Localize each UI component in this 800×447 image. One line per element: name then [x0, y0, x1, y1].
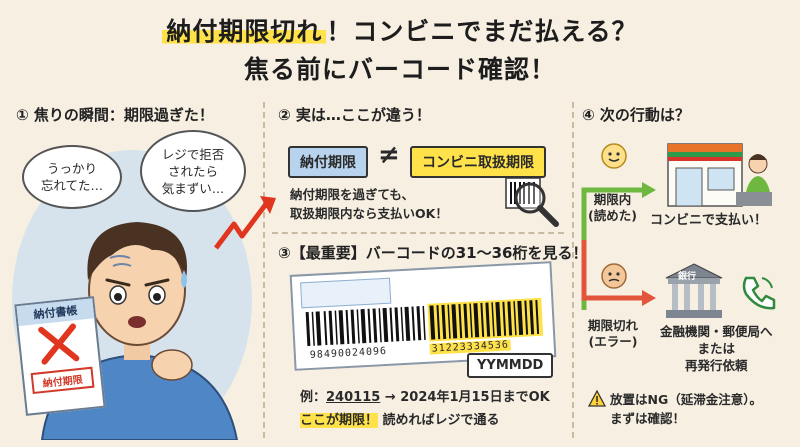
warning-line-2: まずは確認！: [610, 411, 686, 426]
divider-2: [572, 102, 574, 438]
section2-heading: ② 実は…ここが違う！: [278, 106, 431, 124]
bank-icon: [665, 263, 723, 318]
section3-footer: ここが期限！ 読めればレジで通る: [300, 413, 500, 428]
section2-note-1: 納付期限を過ぎても、: [290, 187, 415, 202]
store-label: コンビニで支払い！: [650, 213, 768, 228]
section3-heading: ③【最重要】バーコードの31〜36桁を見る！: [278, 244, 588, 262]
format-label: YYMMDD: [467, 353, 554, 378]
worried-face-icon: [601, 263, 627, 289]
divider-1: [263, 102, 265, 438]
title-line-2: 焦る前にバーコード確認！: [243, 55, 556, 84]
branch-ng-label: 期限切れ(エラー): [588, 318, 639, 349]
section1-heading: ① 焦りの瞬間：期限過ぎた！: [16, 106, 214, 124]
bank-label: 金融機関・郵便局へまたは再発行依頼: [660, 324, 773, 373]
bank-sign: 銀行: [678, 272, 697, 282]
deadline-stamp: 納付期限: [30, 366, 95, 395]
section2-note-2: 取扱期限内なら支払いOK！: [290, 206, 448, 221]
title-line-1: 納付期限切れ！コンビニでまだ払える？: [0, 12, 800, 48]
divider-horizontal: [272, 232, 564, 234]
smile-face-icon: [601, 143, 627, 169]
convenience-store-icon: [667, 143, 772, 207]
magnifier-icon: [505, 177, 559, 227]
branch-arrows: [581, 182, 656, 310]
payment-slip: 納付書帳 納付期限: [14, 296, 106, 416]
not-equal-sign: ≠: [378, 140, 400, 170]
title-highlight: 納付期限切れ: [162, 17, 327, 46]
branch-ok-label: 期限内(読めた): [588, 192, 637, 223]
tag-store-deadline: コンビニ取扱期限: [410, 146, 546, 178]
slip-field: [300, 277, 392, 309]
barcode-digits-left: 98490024096: [309, 345, 388, 361]
section1-illustration: [12, 150, 252, 440]
thought-bubble-left: うっかり忘れてた…: [22, 145, 122, 209]
barcode-slip: 98490024096 31223334536: [289, 261, 557, 371]
red-arrow-icon: [214, 196, 276, 250]
example-value: 240115: [326, 390, 381, 405]
example-line: 例：240115 → 2024年1月15日までOK: [300, 390, 550, 405]
warning-icon: [588, 390, 606, 407]
phone-icon: [742, 276, 776, 310]
cross-mark-icon: [38, 323, 80, 365]
tag-payment-deadline: 納付期限: [288, 146, 368, 178]
thought-bubble-right: レジで拒否されたら気まずい…: [140, 130, 246, 212]
title-rest: ！コンビニでまだ払える？: [326, 17, 638, 46]
section4-heading: ④ 次の行動は？: [582, 106, 690, 124]
barcode-icon: [305, 297, 544, 347]
warning-line-1: 放置はNG（延滞金注意）。: [610, 392, 762, 407]
